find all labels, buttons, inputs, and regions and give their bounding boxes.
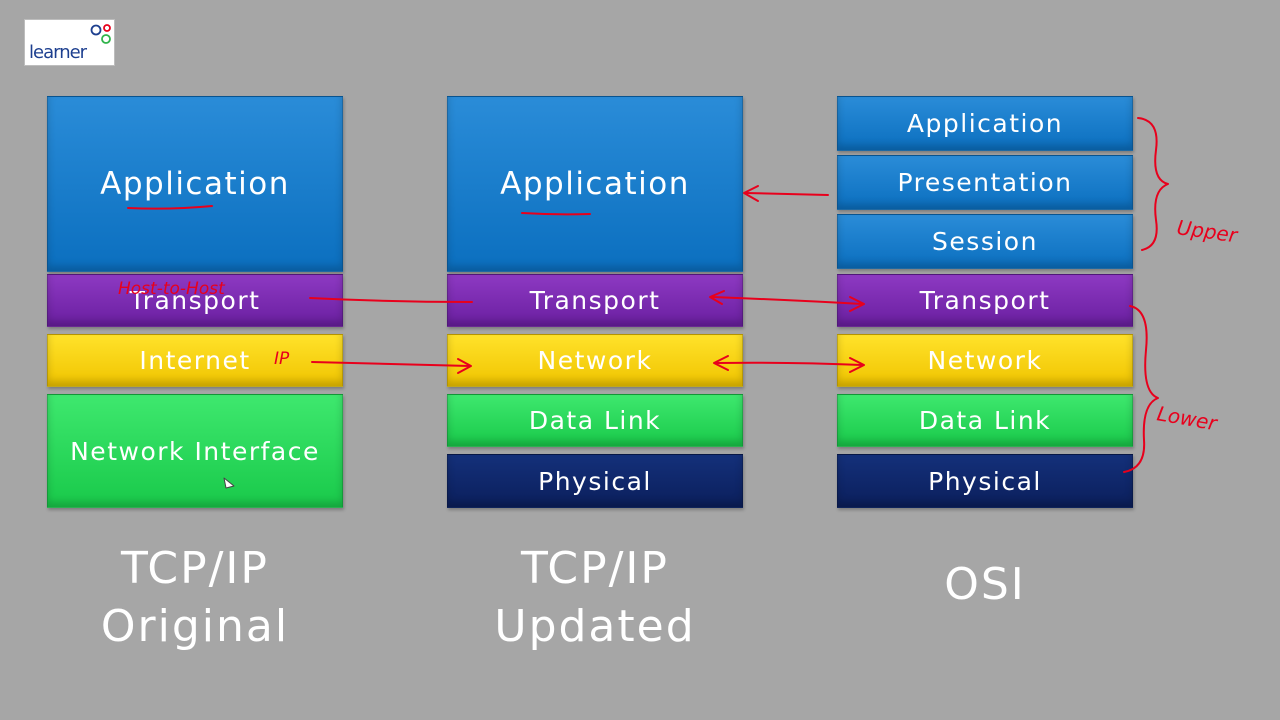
tcpip-original-application-layer: Application xyxy=(47,96,343,272)
osi-caption-line1: OSI xyxy=(944,559,1026,610)
osi-session-layer: Session xyxy=(837,214,1133,269)
tcpip-original-internet-layer: Internet xyxy=(47,334,343,387)
tcpip-updated-network-layer: Network xyxy=(447,334,743,387)
lower-brace xyxy=(1123,305,1159,473)
tcpip-updated-caption-line1: TCP/IP xyxy=(521,543,669,594)
osi-caption: OSI xyxy=(837,556,1133,614)
tcpip-updated-data-link-layer: Data Link xyxy=(447,394,743,447)
upper-annotation: Upper xyxy=(1175,215,1240,247)
tcpip-original-network-interface-layer: Network Interface xyxy=(47,394,343,508)
logo-circle-red xyxy=(103,24,111,32)
osi-data-link-layer: Data Link xyxy=(837,394,1133,447)
osi-transport-layer: Transport xyxy=(837,274,1133,327)
tcpip-updated-caption-line2: Updated xyxy=(494,601,696,652)
logo-circle-green xyxy=(101,34,111,44)
osi-physical-layer: Physical xyxy=(837,454,1133,508)
logo-circle-blue xyxy=(90,24,102,36)
tcpip-updated-application-layer: Application xyxy=(447,96,743,272)
logo-text: learner xyxy=(29,42,88,63)
tcpip-updated-caption: TCP/IP Updated xyxy=(447,540,743,656)
logo-graphic: learner xyxy=(29,24,111,63)
osi-presentation-layer: Presentation xyxy=(837,155,1133,210)
upper-brace xyxy=(1137,117,1169,251)
tcpip-original-caption: TCP/IP Original xyxy=(47,540,343,656)
tcpip-original-caption-line2: Original xyxy=(100,601,290,652)
tcpip-updated-physical-layer: Physical xyxy=(447,454,743,508)
upper-to-application-arrow xyxy=(745,192,829,196)
learner-logo: learner xyxy=(24,19,115,66)
tcpip-original-caption-line1: TCP/IP xyxy=(121,543,269,594)
tcpip-updated-transport-layer: Transport xyxy=(447,274,743,327)
osi-network-layer: Network xyxy=(837,334,1133,387)
tcpip-original-transport-layer: Transport xyxy=(47,274,343,327)
osi-application-layer: Application xyxy=(837,96,1133,151)
upper-to-application-arrowhead xyxy=(743,185,759,202)
lower-annotation: Lower xyxy=(1155,401,1220,435)
